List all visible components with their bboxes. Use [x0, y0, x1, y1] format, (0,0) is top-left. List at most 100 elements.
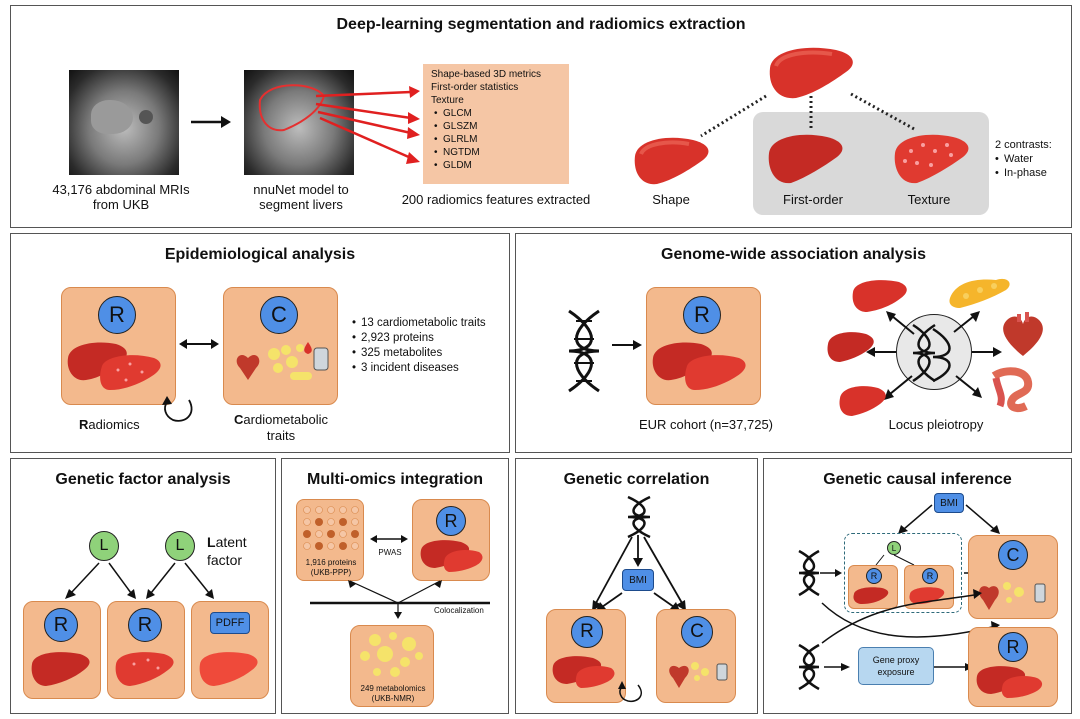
panel-title: Multi-omics integration: [307, 471, 483, 488]
radiomics-box: R: [23, 601, 101, 699]
r-circle: R: [436, 506, 466, 536]
liver-icon: [852, 280, 907, 312]
radiomics-box: R: [107, 601, 185, 699]
cardiometabolic-icons: [979, 582, 1046, 610]
texture-item: GLSZM: [434, 120, 561, 133]
liver-icon: [827, 332, 874, 362]
bidirectional-arrow: [179, 339, 219, 349]
liver-icon: [652, 342, 746, 390]
arrow-icon: [191, 116, 231, 128]
pleiotropy-label: Locus pleiotropy: [888, 417, 984, 432]
panel-title: Genetic causal inference: [823, 471, 1012, 488]
dna-icon: [568, 309, 600, 393]
self-loop-arrow: [618, 681, 642, 703]
r-circle: R: [998, 632, 1028, 662]
c-circle: C: [681, 616, 713, 648]
texture-item: GLCM: [434, 107, 561, 120]
cohort-label: EUR cohort (n=37,725): [638, 417, 774, 432]
self-loop-arrow: [162, 396, 193, 422]
bidirectional-arrow: [370, 535, 408, 543]
liver-icon: [115, 652, 174, 686]
liver-icon: [839, 386, 886, 416]
metabolite-dots: [360, 632, 423, 677]
panel-title: Epidemiological analysis: [164, 246, 356, 263]
liver-icon: [853, 587, 889, 604]
texture-item: NGTDM: [434, 146, 561, 159]
cardiometabolic-box: C: [968, 535, 1058, 619]
proteins-label: 1,916 proteins(UKB-PPP): [305, 558, 357, 577]
mri-image: [69, 70, 179, 175]
latent-dashed-box: [844, 533, 962, 613]
mri-segmented-image: [244, 70, 354, 175]
l-circle: L: [89, 531, 119, 561]
bmi-box: BMI: [934, 493, 964, 513]
intestine-icon: [991, 367, 1033, 412]
causal-panel: Genetic causal inference BMI L R R C: [763, 458, 1072, 714]
contrasts-list: 2 contrasts: Water In-phase: [995, 138, 1052, 180]
cardiometabolic-box: C: [223, 287, 338, 405]
l-circle: L: [165, 531, 195, 561]
liver-icon: [976, 666, 1043, 698]
liver-shape-icon: [634, 137, 709, 185]
gencorr-panel: Genetic correlation BMI R C: [515, 458, 758, 714]
liver-icon: [552, 656, 615, 688]
pleiotropy-arrows: [866, 311, 1002, 400]
panel-title: Genome-wide association analysis: [661, 246, 926, 263]
panel-title: Deep-learning segmentation and radiomics…: [336, 16, 746, 33]
gwas-panel: Genome-wide association analysis R EUR c…: [515, 233, 1072, 453]
multiomics-panel: Multi-omics integration 1,916 proteins(U…: [281, 458, 509, 714]
r-circle: R: [866, 568, 882, 584]
pdff-box: PDFF: [191, 601, 269, 699]
radiomics-box: R: [61, 287, 176, 405]
dna-icon: [798, 549, 820, 597]
cardiometabolic-icons: [236, 342, 329, 380]
l-circle: L: [887, 541, 901, 555]
metabolomics-box: 249 metabolomics(UKB-NMR): [350, 625, 434, 707]
epidemiological-panel: Epidemiological analysis R C 13 cardiome…: [10, 233, 510, 453]
coloc-label: Colocalization: [434, 606, 484, 615]
r-circle: R: [128, 608, 162, 642]
factor-arrows: [65, 562, 214, 599]
radiomics-box: R: [412, 499, 490, 581]
liver-icon: [67, 342, 161, 390]
r-circle: R: [683, 296, 721, 334]
radiomics-box: R: [646, 287, 761, 405]
radiomics-box: R: [968, 627, 1058, 707]
texture-item: GLDM: [434, 159, 561, 172]
dna-icon: [798, 643, 820, 691]
panel-title: Genetic correlation: [563, 471, 710, 488]
cardiometabolic-box: C: [656, 609, 736, 703]
c-circle: C: [260, 296, 298, 334]
r-circle: R: [44, 608, 78, 642]
r-circle: R: [922, 568, 938, 584]
heart-icon: [1003, 312, 1043, 356]
protein-grid: [303, 506, 359, 550]
texture-item: GLRLM: [434, 133, 561, 146]
pdff-label: PDFF: [210, 612, 250, 634]
factor-panel: Genetic factor analysis L L Latent facto…: [10, 458, 276, 714]
latent-arrows: [875, 554, 915, 566]
r-circle: R: [571, 616, 603, 648]
arrow-icon: [824, 663, 850, 671]
panel-title: Genetic factor analysis: [55, 471, 231, 488]
segmentation-panel: Deep-learning segmentation and radiomics…: [10, 5, 1072, 228]
liver-icon: [420, 540, 483, 572]
cardiometabolic-icons: [669, 662, 728, 688]
proteins-box: 1,916 proteins(UKB-PPP): [296, 499, 364, 581]
epi-bullets: 13 cardiometabolic traits 2,923 proteins…: [349, 316, 486, 376]
feature-arrows: [315, 86, 420, 164]
liver-icon: [31, 652, 90, 686]
cardiometabolic-label: Cardiometabolic traits: [234, 412, 328, 443]
arrow-icon: [820, 569, 842, 577]
arrow-icon: [612, 340, 642, 350]
liver-texture-icon: [894, 134, 969, 184]
pwas-label: PWAS: [378, 548, 402, 557]
radiomics-label: Radiomics: [79, 417, 140, 432]
liver-firstorder-icon: [768, 134, 843, 184]
texture-label: Texture: [907, 192, 951, 207]
liver-icon: [199, 652, 258, 686]
features-box: Shape-based 3D metrics First-order stati…: [423, 64, 569, 184]
